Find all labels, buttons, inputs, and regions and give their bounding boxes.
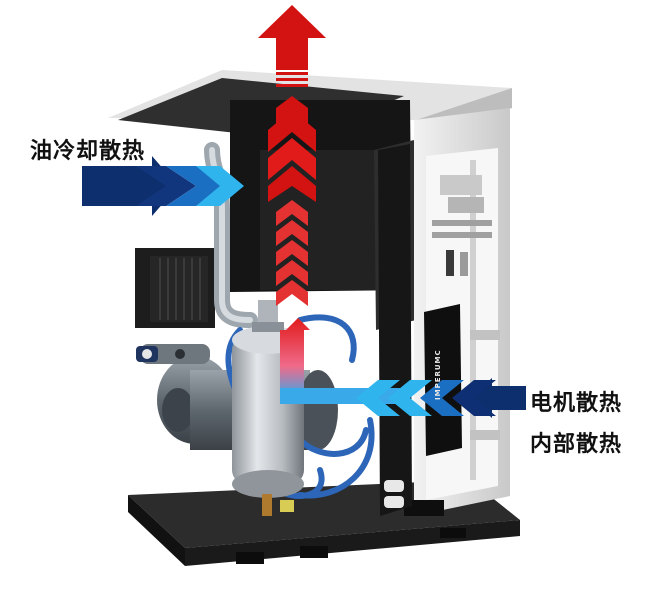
cooling-pipe <box>204 142 258 328</box>
motor-cooling-label: 电机散热 <box>530 391 623 416</box>
brand-text: IMPERUMC <box>434 349 442 400</box>
hot-air-rise-arrows <box>268 96 316 306</box>
internal-cooling-label: 内部散热 <box>530 432 623 457</box>
pressure-gauge-icon <box>136 346 158 362</box>
heatsink-fins <box>159 258 201 320</box>
motor-cooling-inflow-arrows-icon <box>356 378 526 418</box>
oil-cooling-label: 油冷却散热 <box>30 139 146 164</box>
exhaust-up-arrow-icon <box>258 5 326 87</box>
oil-cooling-inflow-arrows-icon <box>82 156 244 216</box>
